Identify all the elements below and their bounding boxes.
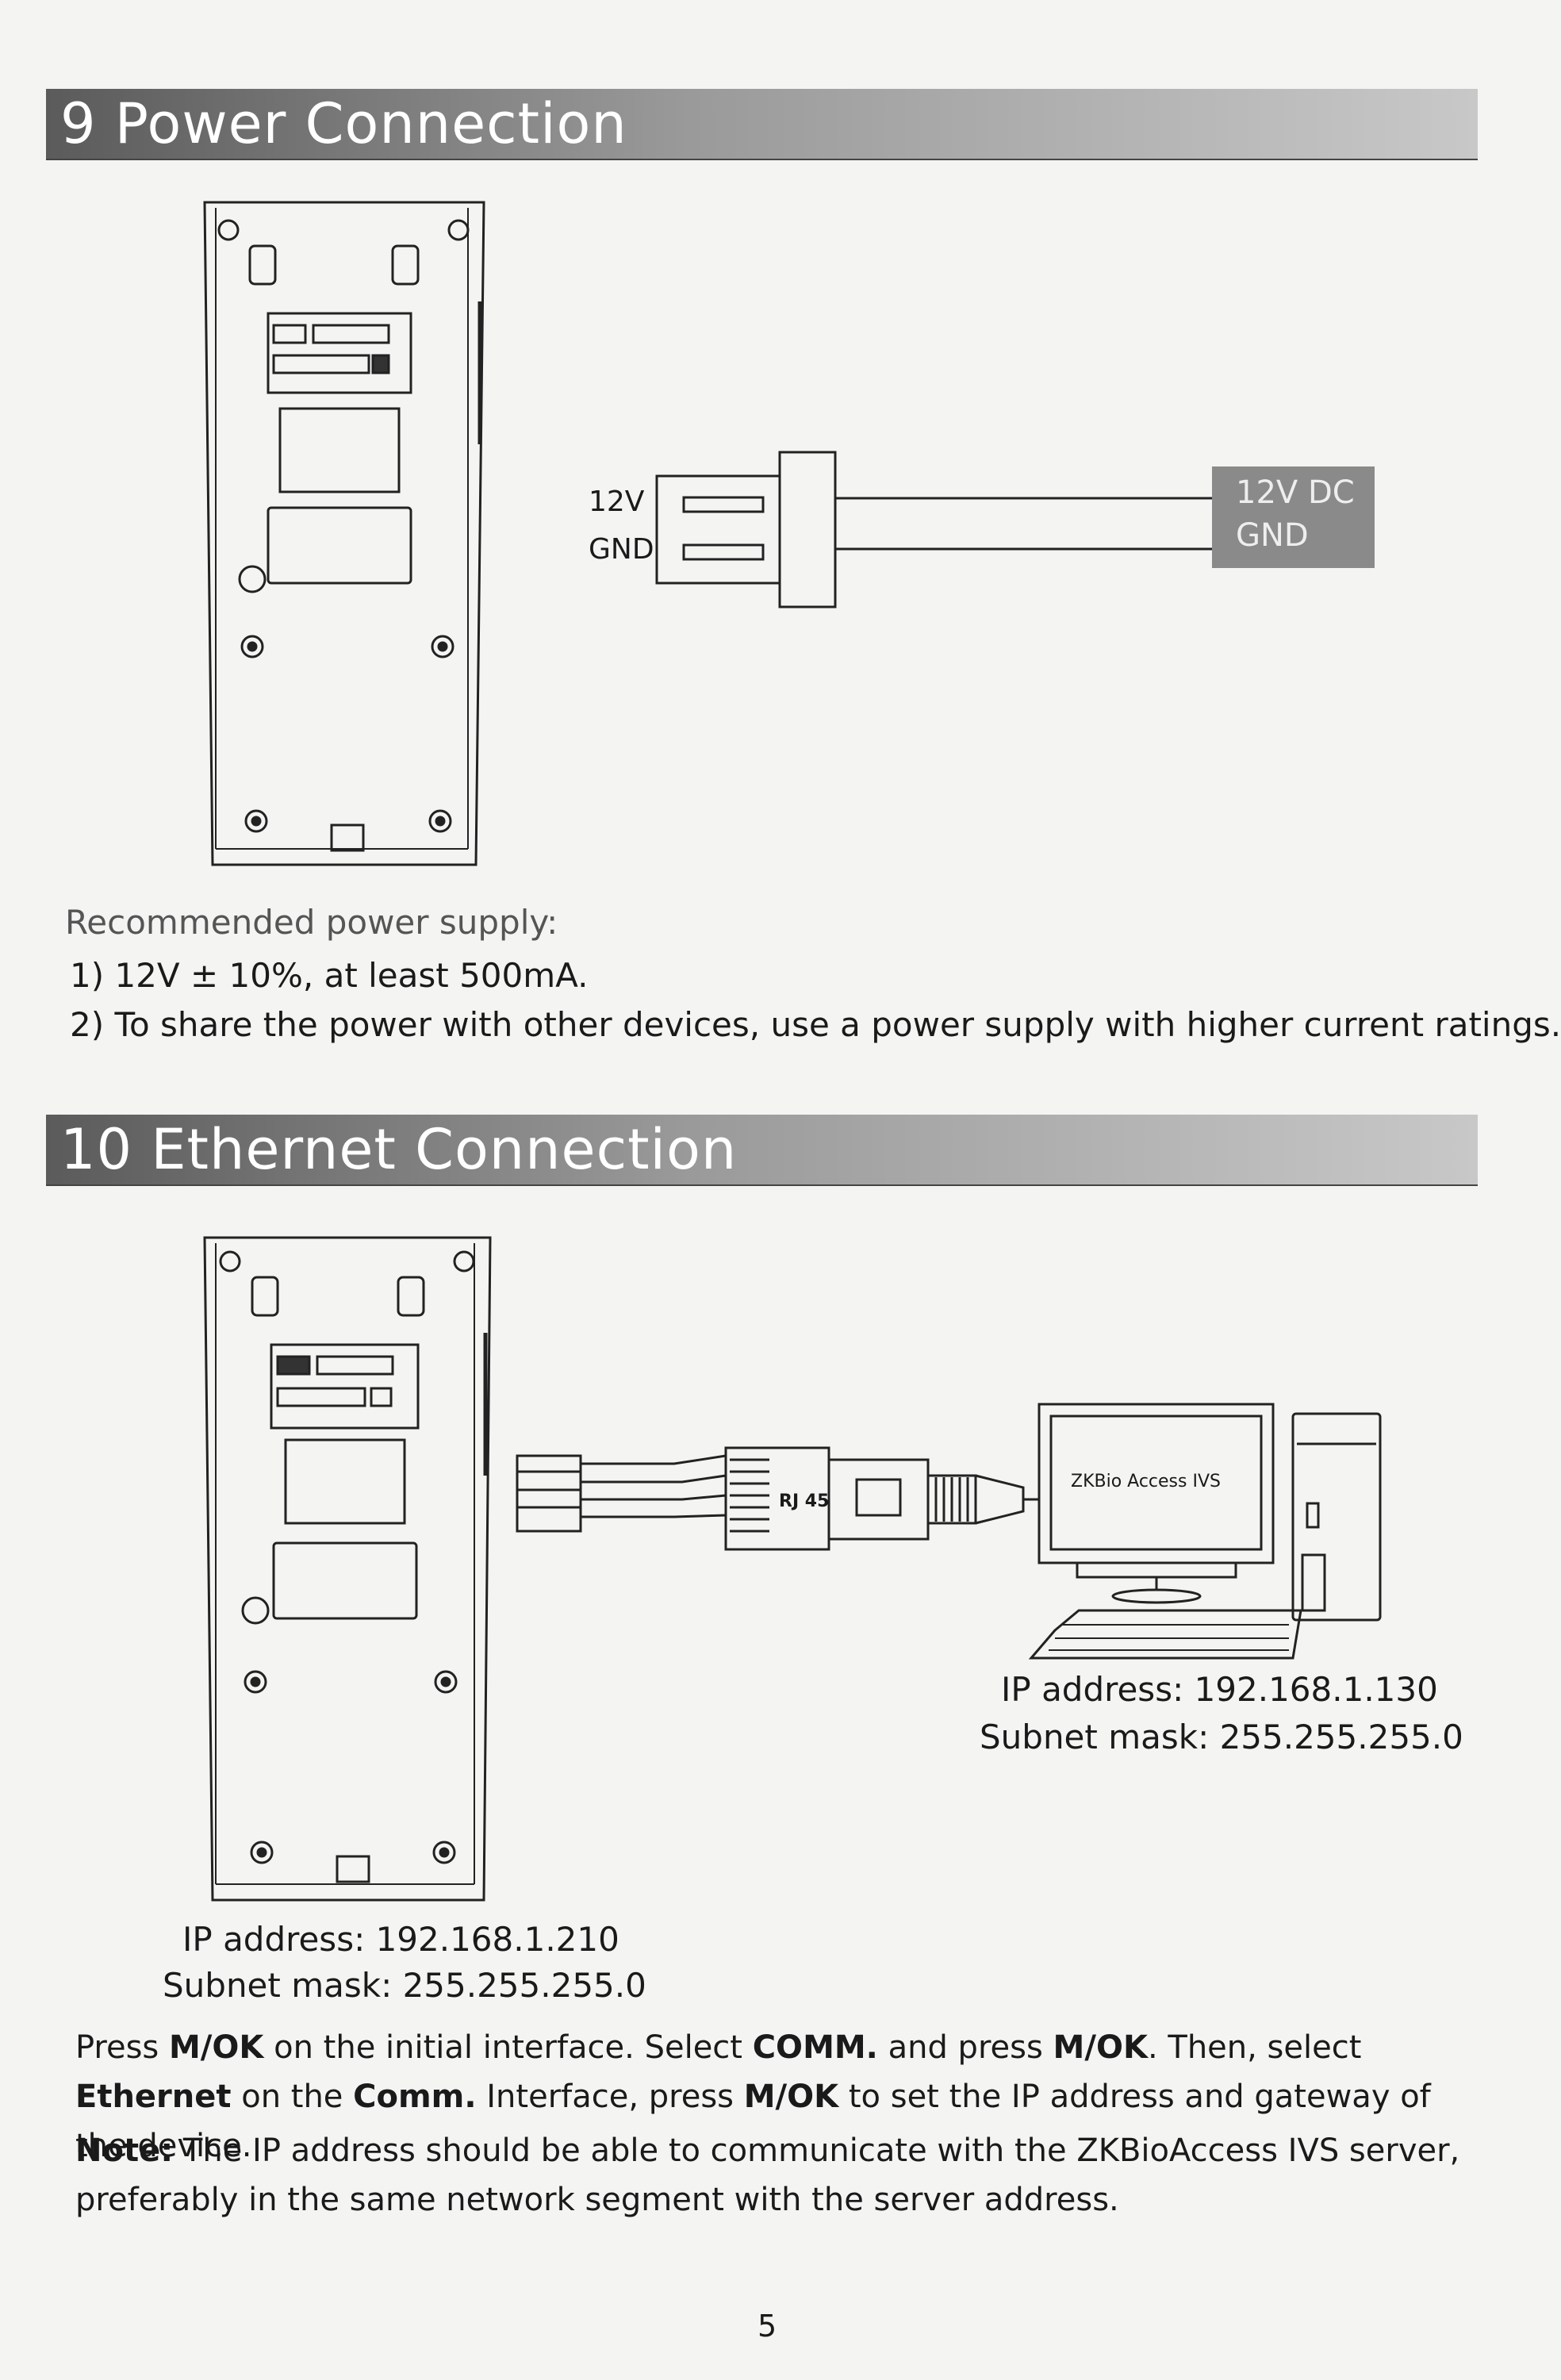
ethernet-section-heading: 10 Ethernet Connection	[60, 1117, 738, 1182]
power-section-heading: 9 Power Connection	[60, 91, 627, 156]
instr-key-mok: M/OK	[169, 2029, 264, 2066]
note-paragraph: Note: The IP address should be able to c…	[75, 2126, 1463, 2225]
rj45-label: RJ 45	[779, 1491, 830, 1511]
ethernet-cable	[516, 1446, 1039, 1551]
device-subnet-mask: Subnet mask: 255.255.255.0	[163, 1966, 646, 2005]
power-section-heading-bar: 9 Power Connection	[46, 89, 1478, 160]
connector-label-gnd: GND	[589, 533, 654, 566]
instr-text: on the	[231, 2079, 354, 2115]
supply-label-gnd: GND	[1236, 517, 1309, 554]
device-back-panel	[203, 201, 485, 866]
pc-subnet-mask: Subnet mask: 255.255.255.0	[980, 1718, 1463, 1756]
recommend-item-2: 2) To share the power with other devices…	[70, 1005, 1561, 1044]
pc-ip-address: IP address: 192.168.1.130	[1001, 1670, 1438, 1709]
ethernet-section-heading-bar: 10 Ethernet Connection	[46, 1115, 1478, 1186]
supply-label-12vdc: 12V DC	[1236, 474, 1355, 511]
power-connector	[655, 451, 1214, 608]
recommend-title: Recommended power supply:	[65, 903, 558, 942]
pc-screen-text: ZKBio Access IVS	[1071, 1472, 1221, 1491]
instr-key-ethernet: Ethernet	[75, 2079, 232, 2115]
instr-text: Interface, press	[476, 2079, 744, 2115]
instr-text: . Then, select	[1147, 2029, 1362, 2066]
power-supply-block	[1212, 466, 1375, 568]
connector-label-12v: 12V	[589, 486, 645, 518]
instr-text: to set the IP address and gateway of the…	[75, 2079, 1431, 2164]
device-ip-address: IP address: 192.168.1.210	[182, 1920, 619, 1959]
note-text: The IP address should be able to communi…	[75, 2132, 1460, 2218]
instr-key-mok: M/OK	[1053, 2029, 1148, 2066]
instr-text: on the initial interface. Select	[263, 2029, 753, 2066]
instr-text: Press	[75, 2029, 169, 2066]
instr-key-comm-interface: Comm.	[353, 2079, 477, 2115]
device-back-panel-2	[203, 1236, 492, 1902]
instr-key-mok: M/OK	[743, 2079, 839, 2115]
page-number: 5	[757, 2309, 777, 2344]
pc-illustration	[1028, 1403, 1382, 1660]
recommend-item-1: 1) 12V ± 10%, at least 500mA.	[70, 956, 589, 995]
instr-text: and press	[877, 2029, 1053, 2066]
note-label: Note:	[75, 2132, 174, 2169]
setup-instructions: Press M/OK on the initial interface. Sel…	[75, 2023, 1463, 2171]
instr-key-comm: COMM.	[752, 2029, 878, 2066]
